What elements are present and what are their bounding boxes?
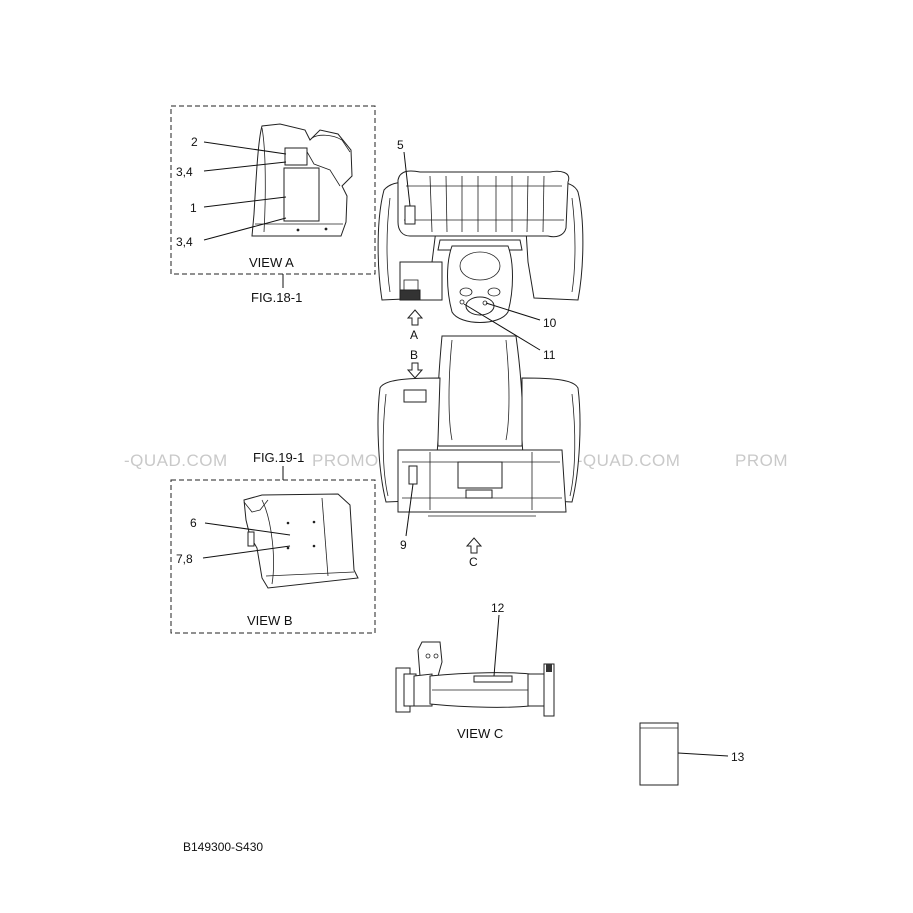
view-b-figure-ref: FIG.19-1: [253, 450, 304, 465]
down-arrow-icon: [406, 362, 424, 379]
view-c-panel: 12 VIEW C: [395, 601, 555, 741]
leader-12: [493, 614, 500, 677]
leader-3-4-bottom: [203, 217, 287, 241]
view-a-frame: [170, 105, 376, 275]
arrow-c: C: [465, 537, 483, 569]
rear-rack: [397, 449, 567, 517]
callout-11: 11: [543, 348, 556, 362]
callout-6: 6: [190, 516, 197, 530]
callout-10: 10: [543, 316, 557, 330]
watermark-segment: -QUAD.COM: [124, 451, 228, 470]
leader-7-8: [202, 545, 291, 559]
label-decal-1: [283, 167, 320, 222]
label-decal-5: [404, 205, 416, 225]
view-a-panel: 2 3,4 1 3,4 VIEW A FIG.18-1: [170, 105, 376, 305]
atv-top-view: A B C 5 10 11 9: [377, 138, 584, 569]
callout-1: 1: [190, 201, 197, 215]
view-b-caption: VIEW B: [247, 613, 293, 628]
drawing-code: B149300-S430: [183, 840, 263, 854]
rear-rack-tube: [395, 641, 555, 717]
label-decal-12: [473, 675, 513, 683]
view-b-panel: FIG.19-1 6 7,8 VIEW B: [170, 450, 376, 634]
watermark-segment: PROM: [735, 451, 788, 470]
callout-13: 13: [731, 750, 745, 764]
callout-7-8: 7,8: [176, 552, 193, 566]
arrow-a: A: [406, 309, 424, 342]
arrow-b-label: B: [410, 348, 418, 362]
callout-9: 9: [400, 538, 407, 552]
leader-2: [203, 141, 287, 155]
leader-1: [203, 196, 287, 208]
up-arrow-icon: [406, 309, 424, 326]
callout-5: 5: [397, 138, 404, 152]
view-b-frame: [170, 479, 376, 634]
up-arrow-icon: [465, 537, 483, 554]
callout-12: 12: [491, 601, 505, 615]
view-b-fender: [243, 493, 359, 589]
label-decal-2: [284, 147, 308, 166]
leader-10: [485, 302, 541, 321]
view-c-caption: VIEW C: [457, 726, 503, 741]
callout-3-4-bottom: 3,4: [176, 235, 193, 249]
arrow-c-label: C: [469, 555, 478, 569]
part-13-label-sheet: 13: [639, 722, 745, 786]
leader-11: [463, 303, 541, 351]
callout-2: 2: [191, 135, 198, 149]
callout-3-4-top: 3,4: [176, 165, 193, 179]
label-decal-9: [408, 465, 418, 485]
view-a-figure-ref: FIG.18-1: [251, 290, 302, 305]
front-rack: [397, 170, 570, 238]
leader-5: [403, 151, 411, 207]
arrow-a-label: A: [410, 328, 418, 342]
leader-3-4-top: [203, 161, 287, 172]
leader-13: [677, 752, 729, 757]
view-a-fender: [251, 123, 353, 237]
leader-6: [204, 522, 291, 536]
arrow-b: B: [406, 348, 424, 379]
view-a-caption: VIEW A: [249, 255, 294, 270]
leader-9: [405, 483, 414, 537]
